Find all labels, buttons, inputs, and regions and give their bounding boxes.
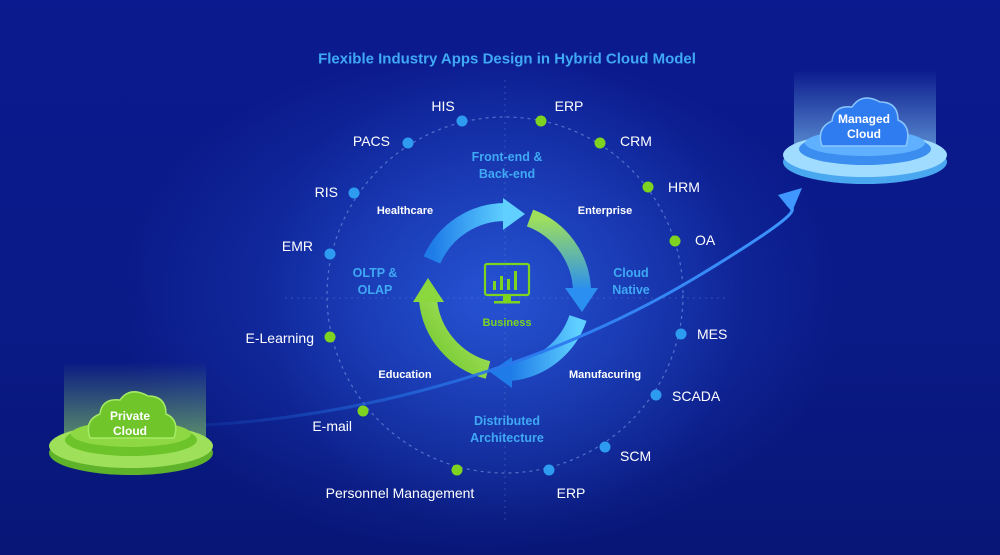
private-cloud-line2: Cloud — [113, 424, 147, 438]
inner-label-left-line2: OLAP — [357, 283, 393, 297]
ring-dots — [324, 115, 687, 476]
dot-mes — [675, 328, 687, 340]
cycle-arrow-top — [423, 203, 506, 264]
dot-elearning — [324, 331, 336, 343]
inner-label-oltp-olap: OLTP & OLAP — [353, 265, 398, 299]
dot-erp-bottom — [543, 464, 555, 476]
dot-personnel — [451, 464, 463, 476]
app-label-ris: RIS — [314, 184, 338, 200]
inner-label-frontend-backend: Front-end & Back-end — [472, 149, 543, 183]
app-label-pacs: PACS — [352, 133, 390, 149]
sector-enterprise: Enterprise — [577, 205, 633, 217]
app-label-personnel-management: Personnel Management — [325, 485, 475, 501]
dot-emr — [324, 248, 336, 260]
dot-crm — [594, 137, 606, 149]
app-label-scada: SCADA — [672, 388, 721, 404]
inner-label-bottom-line1: Distributed — [474, 414, 540, 428]
private-cloud-line1: Private — [109, 409, 151, 423]
app-label-erp-bottom: ERP — [556, 485, 586, 501]
monitor-icon — [483, 262, 531, 304]
app-label-hrm: HRM — [668, 179, 700, 195]
app-label-his: HIS — [431, 98, 455, 114]
sector-manufacturing: Manufacuring — [568, 369, 642, 381]
dot-pacs — [402, 137, 414, 149]
cycle-arrow-bottom — [508, 314, 587, 381]
inner-label-right-line1: Cloud — [613, 266, 649, 280]
inner-label-left-line1: OLTP & — [352, 266, 398, 280]
private-cloud-icon — [87, 391, 177, 439]
managed-cloud-platform — [783, 70, 947, 184]
private-cloud-label: Private Cloud — [110, 409, 150, 439]
dot-email — [357, 405, 369, 417]
app-label-crm: CRM — [620, 133, 652, 149]
managed-cloud-line2: Cloud — [846, 127, 881, 141]
app-label-erp-top: ERP — [554, 98, 584, 114]
dot-ris — [348, 187, 360, 199]
dot-his — [456, 115, 468, 127]
app-label-scm: SCM — [620, 448, 652, 464]
cycle-arrow-left-head — [413, 278, 444, 302]
dot-oa — [669, 235, 681, 247]
inner-label-cloud-native: Cloud Native — [612, 265, 650, 299]
dot-scm — [599, 441, 611, 453]
cycle-arrow-left — [419, 298, 491, 379]
dot-erp-top — [535, 115, 547, 127]
managed-cloud-icon — [819, 97, 909, 147]
inner-label-distributed-architecture: Distributed Architecture — [470, 413, 544, 447]
cycle-arrows — [413, 198, 598, 388]
private-cloud-platform — [49, 362, 213, 475]
cycle-arrow-top-head — [503, 198, 525, 230]
app-label-email: E-mail — [312, 418, 352, 434]
inner-label-top-line1: Front-end & — [471, 150, 543, 164]
cycle-arrow-right — [526, 209, 591, 291]
cycle-arrow-right-head — [565, 288, 598, 312]
sector-education: Education — [378, 369, 432, 381]
center-business-label: Business — [482, 317, 532, 329]
app-label-mes: MES — [697, 326, 728, 342]
inner-label-top-line2: Back-end — [478, 167, 536, 181]
app-label-oa: OA — [695, 232, 716, 248]
outer-ring — [326, 116, 684, 474]
inner-label-right-line2: Native — [612, 283, 650, 297]
hybrid-trend-arrowhead — [778, 188, 802, 212]
diagram-title: Flexible Industry Apps Design in Hybrid … — [318, 50, 696, 68]
managed-cloud-line1: Managed — [837, 112, 891, 126]
managed-cloud-label: Managed Cloud — [838, 112, 890, 142]
app-label-emr: EMR — [281, 238, 313, 254]
app-label-elearning: E-Learning — [245, 330, 315, 346]
dot-scada — [650, 389, 662, 401]
sector-healthcare: Healthcare — [376, 205, 434, 217]
inner-label-bottom-line2: Architecture — [470, 431, 544, 445]
dot-hrm — [642, 181, 654, 193]
